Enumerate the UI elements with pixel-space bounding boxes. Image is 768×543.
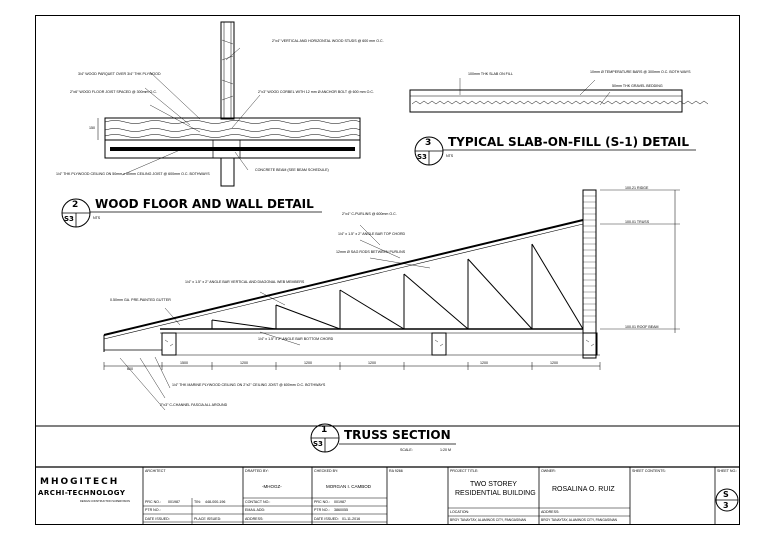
owner-label: OWNER:: [541, 469, 556, 473]
note-gutter: 0.50mm GA. PRE-PAINTED GUTTER: [110, 298, 171, 302]
truss-section: [103, 189, 680, 453]
note-web-members: 1/4" x 1.5" x 2" ANGLE BAR VERTICAL AND …: [185, 280, 305, 284]
note-temp-bars: 10mm Ø TEMPERATURE BARS @ 300mm O.C. BOT…: [590, 70, 691, 74]
dim-5: 1200: [368, 361, 376, 365]
wood-floor-scale: NTS: [93, 216, 101, 220]
prc-label: PRC NO.:: [145, 500, 161, 504]
project-label: PROJECT TITLE:: [450, 469, 479, 473]
drawing-sheet: [35, 15, 740, 525]
tin-value: 448-000-196: [205, 500, 226, 504]
dim-2: 1500: [180, 361, 188, 365]
email-label: EMAIL ADD:: [245, 508, 266, 512]
ra-label: RA 9266: [389, 469, 403, 473]
wood-floor-detail: [61, 21, 361, 228]
dim-4: 1200: [304, 361, 312, 365]
drafted-label: DRAFTED BY:: [245, 469, 269, 473]
address-label: ADDRESS:: [245, 517, 264, 521]
note-purlins: 2"x4" C-PURLINS @ 600mm O.C.: [342, 212, 397, 216]
checked-label: CHECKED BY:: [314, 469, 339, 473]
owner-value: ROSALINA O. RUIZ: [552, 486, 615, 493]
firm-name: MHOGITECH: [40, 477, 120, 487]
tin-label: TIN:: [194, 500, 201, 504]
checked-date-value: 01-11-2016: [342, 517, 361, 521]
project-title-1: TWO STOREY: [470, 481, 517, 488]
slab-title: TYPICAL SLAB-ON-FILL (S-1) DETAIL: [448, 135, 690, 149]
contact-label: CONTACT NO.:: [245, 500, 271, 504]
dim-7: 1200: [550, 361, 558, 365]
address2-label: ADDRESS:: [541, 510, 560, 514]
note-marine-plywood: 1/4" THK MARINE PLYWOOD CEILING ON 2"x2"…: [172, 383, 326, 387]
note-parquet: 3/4" WOOD PARQUET OVER 3/4" THK PLYWOOD: [78, 72, 161, 76]
bubble-2-sheet: S3: [64, 215, 74, 223]
note-concrete-beam: CONCRETE BEAM (SEE BEAM SCHEDULE): [255, 168, 329, 172]
sheet-top: S: [723, 490, 729, 499]
level-roof-beam: 100.01 ROOF BEAM: [625, 325, 659, 329]
note-corbel: 2"x3" WOOD CORBEL WITH 12 mm Ø ANCHOR BO…: [258, 90, 374, 94]
place-label: PLACE ISSUED:: [194, 517, 222, 521]
note-slab: 100mm THK SLAB ON FILL: [468, 72, 513, 76]
note-sag-rods: 12mm Ø SAG RODS BETWEEN PURLINS: [336, 250, 406, 254]
location-value: BRGY TANAYTAY, ALAMINOS CITY, PANGASINAN: [450, 518, 527, 522]
dim-6: 1200: [480, 361, 488, 365]
checked-prc-value: 001987: [334, 500, 346, 504]
note-bottom-chord: 1/4" x 1.5" x 2" ANGLE BAR BOTTOM CHORD: [258, 337, 334, 341]
note-top-chord: 1/4" x 1.5" x 2" ANGLE BAR TOP CHORD: [338, 232, 406, 236]
note-floor-joist: 2"x6" WOOD FLOOR JOIST SPACED @ 300mm O.…: [70, 90, 157, 94]
bubble-3-number: 3: [425, 138, 432, 148]
contents-label: SHEET CONTENTS:: [632, 469, 666, 473]
project-title-2: RESIDENTIAL BUILDING: [455, 490, 536, 497]
drafted-value: -MHOGZ-: [262, 484, 282, 489]
checked-value: MORGAN I. CAMBOD: [326, 484, 372, 489]
checked-prc-label: PRC NO.:: [314, 500, 330, 504]
level-ridge: 100.21 RIDGE: [625, 186, 649, 190]
truss-title: TRUSS SECTION: [344, 428, 451, 442]
checked-date-label: DATE ISSUED:: [314, 517, 339, 521]
dim-1: 600: [127, 367, 133, 371]
dim-floor: 150: [89, 126, 95, 130]
date-label: DATE ISSUED:: [145, 517, 170, 521]
checked-ptr-value: 3860055: [334, 508, 348, 512]
ptr-label: PTR NO.:: [145, 508, 161, 512]
note-gravel: 50mm THK GRAVEL BEDDING: [612, 84, 663, 88]
slab-scale: NTS: [446, 154, 454, 158]
level-truss: 100.01 TRUSS: [625, 220, 650, 224]
checked-ptr-label: PTR NO.:: [314, 508, 330, 512]
prc-value: 001987: [168, 500, 180, 504]
bubble-1-sheet: S3: [313, 440, 323, 448]
sheet-no-label: SHEET NO.:: [717, 469, 738, 473]
bubble-1-number: 1: [321, 425, 328, 435]
truss-scale: 1:20 M: [440, 448, 451, 452]
note-wall-studs: 2"x4" VERTICAL AND HORIZONTAL WOOD STUDS…: [272, 39, 384, 43]
firm-tagline: ARCHI-TECHNOLOGY: [38, 489, 126, 497]
dim-3: 1200: [240, 361, 248, 365]
slab-on-fill-detail: [409, 78, 709, 166]
bubble-2-number: 2: [72, 200, 79, 210]
firm-small: DESIGN CONSTRUCTION SUPERVISION: [80, 500, 130, 503]
title-block-grid: [35, 425, 740, 525]
bubble-3-sheet: S3: [417, 153, 427, 161]
wood-floor-title: WOOD FLOOR AND WALL DETAIL: [95, 197, 314, 211]
sheet-bottom: 3: [723, 501, 729, 510]
truss-scale-label: SCALE:: [400, 448, 413, 452]
note-ceiling-plywood: 1/4" THK PLYWOOD CEILING ON 50mm x 50mm …: [56, 172, 210, 176]
address2-value: BRGY TANAYTAY, ALAMINOS CITY, PANGASINAN: [541, 518, 618, 522]
location-label: LOCATION:: [450, 510, 470, 514]
note-fascia: 2"x3" C-CHANNEL FASCIA ALL AROUND: [160, 403, 228, 407]
architect-label: ARCHITECT: [145, 469, 166, 473]
